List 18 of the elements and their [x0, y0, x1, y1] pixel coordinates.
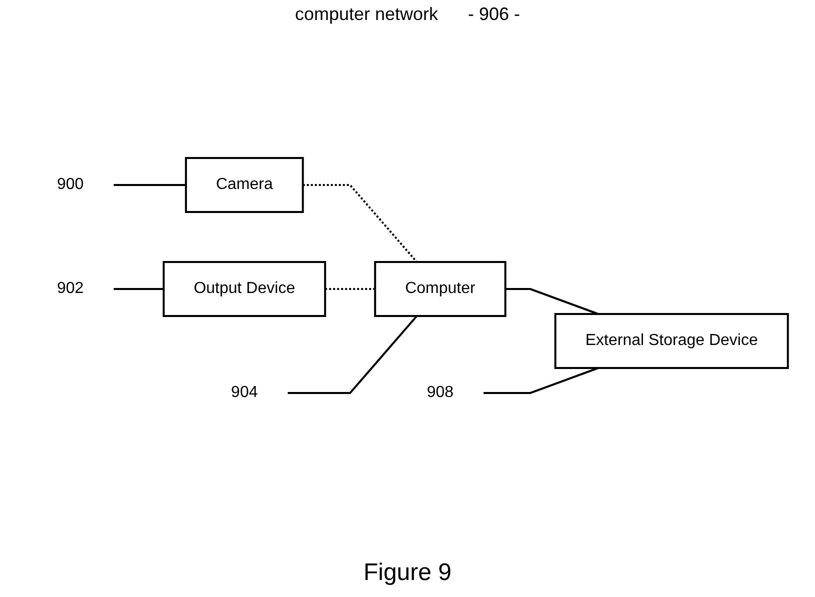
node-box: Computer — [374, 261, 506, 317]
figure-caption: Figure 9 — [363, 559, 452, 587]
connector — [114, 288, 164, 290]
node-text: 900 — [57, 176, 84, 193]
node-text: 904 — [231, 384, 258, 401]
node-box: External Storage Device — [554, 313, 789, 369]
connector — [325, 288, 376, 290]
node-box: Output Device — [162, 261, 326, 317]
network-label: - 906 - — [468, 4, 520, 25]
connector — [288, 315, 418, 394]
node-text: 908 — [426, 384, 454, 401]
node-text: 902 — [57, 280, 84, 297]
network-label: computer network — [294, 4, 438, 25]
connector — [484, 367, 599, 394]
connector — [302, 184, 418, 263]
node-box: Camera — [185, 157, 304, 213]
connector — [114, 184, 186, 186]
connector — [505, 288, 599, 315]
